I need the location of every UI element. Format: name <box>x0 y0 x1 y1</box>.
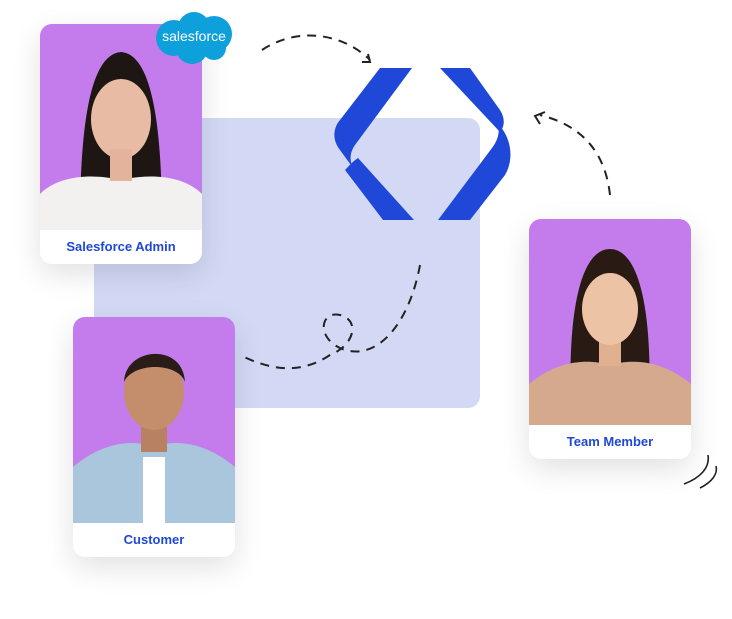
card-label: Team Member <box>566 434 654 449</box>
dashed-arrows <box>239 34 611 370</box>
card-label: Salesforce Admin <box>66 239 176 254</box>
card-customer: Customer <box>73 317 235 557</box>
card-label: Customer <box>123 532 185 547</box>
logo-chevrons-icon <box>334 68 511 220</box>
person-icon <box>73 353 235 523</box>
person-photo <box>529 219 691 425</box>
salesforce-logo-text-wrap: salesforce <box>152 10 236 66</box>
swoosh-icon <box>683 454 718 489</box>
person-icon <box>40 52 202 230</box>
card-team-member: Team Member <box>529 219 691 459</box>
cloud-icon <box>156 12 232 64</box>
arrow-head-icon <box>362 53 372 63</box>
person-photo <box>73 317 235 523</box>
salesforce-logo <box>152 10 236 66</box>
salesforce-logo-text: salesforce <box>162 28 226 44</box>
arrow-head-icon <box>533 111 546 125</box>
person-icon <box>529 249 691 425</box>
card-salesforce-admin: Salesforce Admin <box>40 24 202 264</box>
person-photo <box>40 24 202 230</box>
